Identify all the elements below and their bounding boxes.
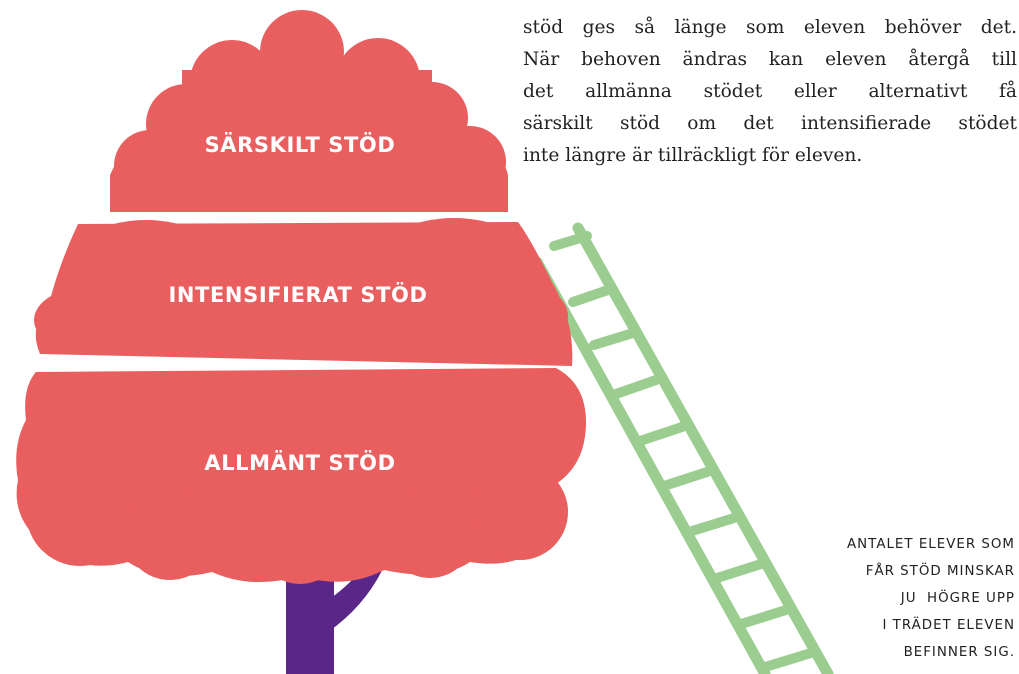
ladder-rung xyxy=(611,375,661,399)
ladder-rung xyxy=(733,605,791,630)
caption-line: ANTALET ELEVER SOM xyxy=(847,537,1015,552)
caption-line: JU HÖGRE UPP xyxy=(900,591,1015,606)
canopy-tier-bottom xyxy=(16,368,586,584)
ladder-rail-left xyxy=(531,256,771,674)
ladder-rail-right xyxy=(572,222,834,674)
ladder-rung xyxy=(635,422,687,446)
ladder-rung xyxy=(568,285,613,307)
caption-line: FÅR STÖD MINSKAR xyxy=(865,564,1015,579)
ladder xyxy=(531,222,834,674)
ladder-rung xyxy=(709,559,766,584)
tier-label-allmant: ALLMÄNT STÖD xyxy=(204,451,396,475)
caption-line: BEFINNER SIG. xyxy=(903,645,1015,660)
caption-line: I TRÄDET ELEVEN xyxy=(882,618,1015,633)
tier-label-intensifierat: INTENSIFIERAT STÖD xyxy=(168,283,428,307)
paragraph-line: stöd ges så länge som eleven behöver det… xyxy=(523,17,1017,38)
paragraph-line: inte längre är tillräckligt för eleven. xyxy=(523,145,863,166)
canopy-tier-middle xyxy=(34,218,573,366)
tree-caption: ANTALET ELEVER SOM FÅR STÖD MINSKAR JU H… xyxy=(760,531,1015,666)
canopy-tier-top xyxy=(110,10,508,212)
paragraph-line: det allmänna stödet eller alternativt få xyxy=(523,81,1017,102)
body-paragraph: stöd ges så länge som eleven behöver det… xyxy=(523,12,1017,172)
ladder-rung xyxy=(659,467,712,491)
paragraph-line: När behoven ändras kan eleven återgå til… xyxy=(523,49,1017,70)
ladder-rung xyxy=(549,231,592,251)
tree-trunk xyxy=(286,560,387,674)
ladder-rung xyxy=(589,328,638,350)
paragraph-line: särskilt stöd om det intensifierade stöd… xyxy=(523,113,1017,134)
tier-label-sarskilt: SÄRSKILT STÖD xyxy=(204,133,396,157)
ladder-rung xyxy=(684,513,739,537)
ladder-rung xyxy=(757,648,816,673)
